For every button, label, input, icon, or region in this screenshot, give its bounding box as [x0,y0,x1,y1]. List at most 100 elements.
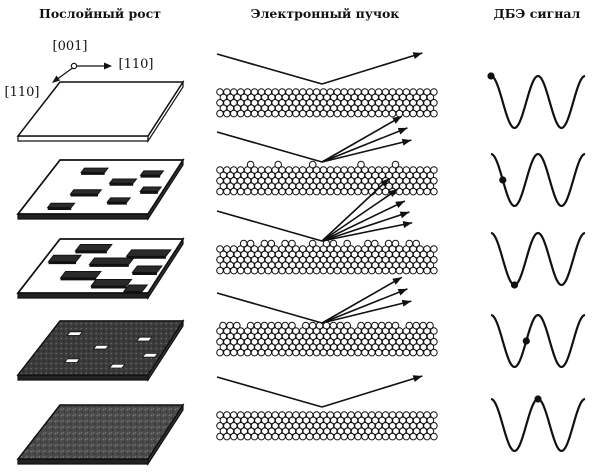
adatom [377,321,386,330]
plate-top [16,404,185,460]
reflected-beam [321,211,410,242]
lattice-atom [250,348,259,357]
incident-beam [216,376,323,408]
surface-island [59,270,102,279]
rheed-signal [490,395,586,453]
lattice-atom [381,266,390,275]
lattice-atom [416,266,424,275]
beam-arrowhead [412,375,423,382]
lattice-atom [292,348,300,357]
lattice-atom [243,109,252,118]
lattice-atom [250,432,259,441]
plate-outline [16,159,185,215]
lattice-atom [430,256,438,264]
lattice-atom [305,266,314,275]
lattice-atom [223,187,231,196]
lattice-atom [285,432,293,441]
lattice-atom [416,432,424,441]
lattice-atom [326,266,335,275]
signal-marker [522,337,530,345]
signal-marker [534,395,542,403]
incident-beam [216,53,323,85]
lattice-atom [312,432,321,441]
lattice-atom [426,93,435,102]
adatom [405,239,414,248]
lattice-atom [354,432,362,441]
plate-outline [16,238,185,294]
adatom [260,239,269,248]
lattice-atom [347,187,355,196]
lattice-atom [243,432,252,441]
adatom [384,239,393,248]
lattice-atom [299,109,307,118]
lattice-atom [426,171,435,180]
incident-beam [216,131,323,163]
atomic-lattice [216,239,438,275]
beam-arrowhead [395,200,405,209]
lattice-atom [285,109,293,118]
lattice-atom [236,109,245,118]
adatom [253,321,262,330]
lattice-atom [426,250,435,259]
lattice-atom [216,432,224,441]
lattice-atom [243,266,252,275]
reflected-beam [321,139,412,163]
lattice-atom [340,348,349,357]
adatom [267,239,276,248]
lattice-atom [271,432,280,441]
lattice-atom [430,266,438,275]
lattice-atom [319,109,328,118]
adatom [419,321,427,330]
adatom [246,160,255,169]
stage-3 [16,177,586,301]
beam-arrowhead [401,299,412,307]
lattice-atom [278,348,286,357]
lattice-atom [271,187,280,196]
lattice-atom [340,266,349,275]
lattice-atom [402,109,411,118]
beam-arrowhead [388,189,398,198]
lattice-atom [374,109,383,118]
lattice-atom [361,187,369,196]
lattice-atom [278,266,286,275]
lattice-atom [216,348,224,357]
rheed-signal [490,313,586,369]
surface-hole [92,344,110,350]
lattice-atom [347,266,355,275]
signal-marker [499,176,507,184]
lattice-atom [388,109,397,118]
lattice-atom [388,432,397,441]
lattice-atom [361,109,369,118]
lattice-atom [285,348,293,357]
lattice-atom [430,177,438,185]
adatom [412,321,421,330]
lattice-atom [223,348,231,357]
adatom [391,160,400,169]
plate-top [16,81,185,137]
lattice-atom [292,266,300,275]
lattice-atom [368,266,376,275]
beam-arrowhead [399,211,410,219]
beam-arrowhead [380,178,390,187]
lattice-atom [299,348,307,357]
reflected-beam [321,127,408,163]
lattice-atom [430,327,438,335]
lattice-atom [216,187,224,196]
lattice-atom [426,416,435,425]
lattice-atom [426,261,435,270]
lattice-atom [430,338,438,346]
surface-island-edge [81,172,105,175]
lattice-atom [333,348,342,357]
lattice-atom [292,432,300,441]
surface-plate [16,318,185,383]
adatom [364,239,372,248]
surface-island-edge [140,191,158,194]
lattice-atom [271,266,280,275]
reflected-beam [321,200,406,242]
beam-arrowhead [401,138,412,146]
lattice-atom [236,348,245,357]
surface-hole [135,336,153,342]
surface-island [139,186,163,192]
lattice-atom [292,187,300,196]
incident-beam [216,210,323,242]
